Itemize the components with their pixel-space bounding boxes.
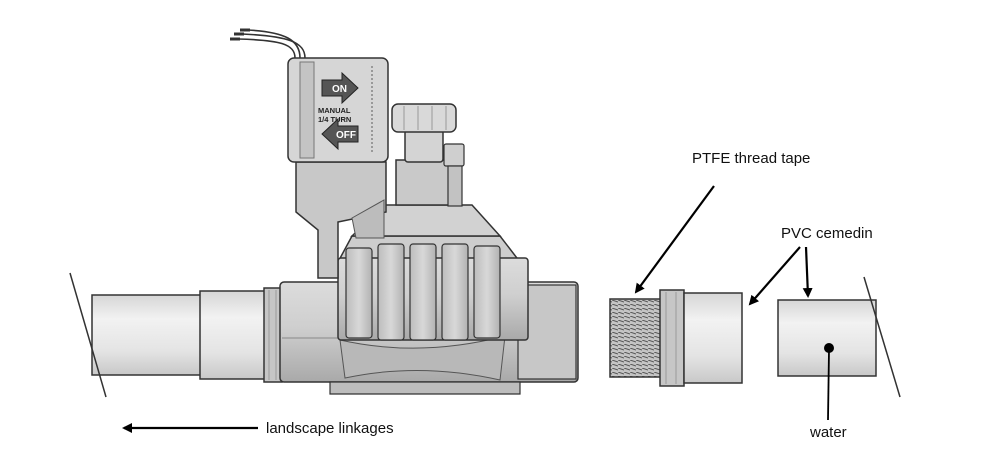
water-point-marker xyxy=(824,343,834,353)
ptfe-label: PTFE thread tape xyxy=(692,150,810,167)
pvc-arrow-coupling xyxy=(748,246,801,306)
solenoid-off-label: OFF xyxy=(336,130,356,141)
solenoid-on-label: ON xyxy=(332,84,347,95)
solenoid-turn-label: 1/4 TURN xyxy=(318,115,351,124)
flow-control-knob xyxy=(391,103,465,207)
solenoid: ON MANUAL 1/4 TURN OFF xyxy=(287,57,389,279)
left-pipe xyxy=(69,272,203,398)
solenoid-manual-label: MANUAL xyxy=(318,106,351,115)
valve-bonnet xyxy=(336,204,529,341)
water-label: water xyxy=(809,424,847,441)
left-coupling xyxy=(199,287,283,383)
right-pipe xyxy=(777,276,901,398)
pvc-arrow-pipe xyxy=(802,246,813,298)
water-leader-line xyxy=(827,349,830,421)
callout-arrows xyxy=(122,185,830,433)
threaded-adapter xyxy=(609,289,743,387)
solenoid-wires xyxy=(230,28,306,59)
landscape-label: landscape linkages xyxy=(266,420,394,437)
ptfe-arrow xyxy=(634,185,715,294)
pvc-label: PVC cemedin xyxy=(781,225,873,242)
